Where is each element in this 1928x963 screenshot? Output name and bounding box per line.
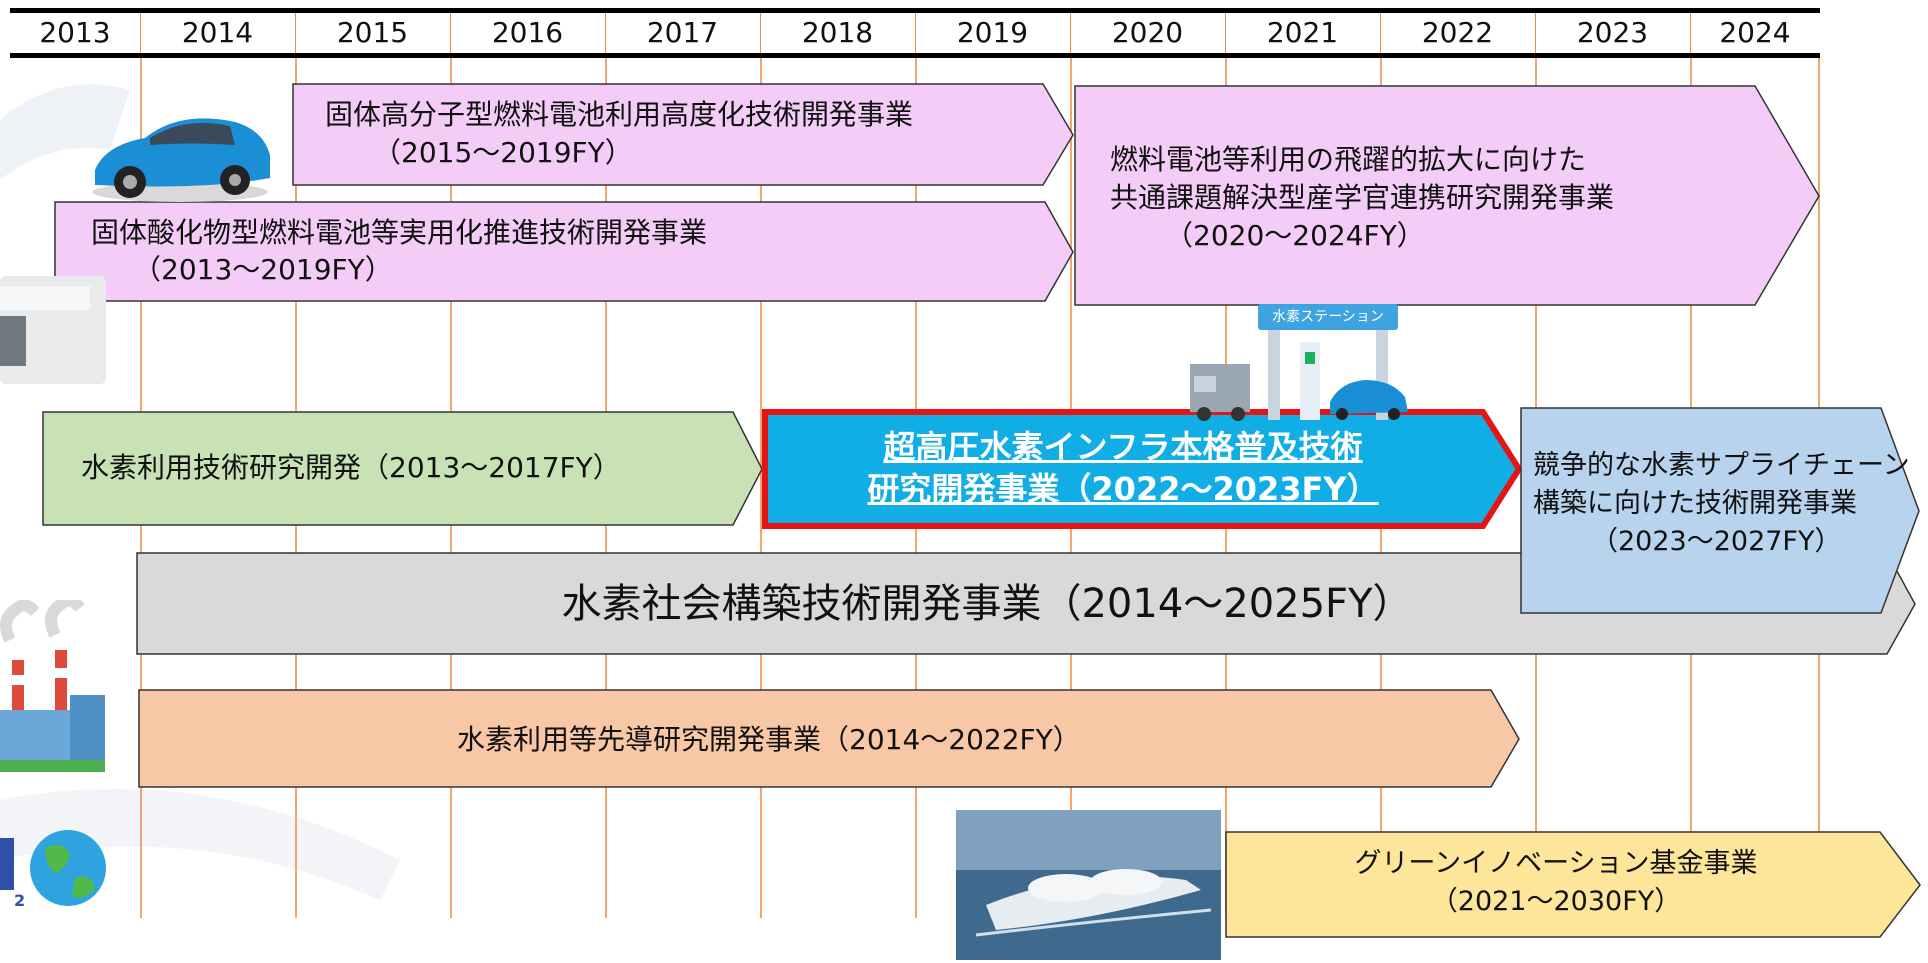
year-label: 2013 bbox=[39, 16, 111, 49]
program-arrow-h2-society: 水素社会構築技術開発事業（2014～2025FY） bbox=[136, 552, 1917, 655]
year-label: 2014 bbox=[181, 16, 254, 49]
year-divider bbox=[1535, 13, 1536, 53]
program-period: （2020～2024FY） bbox=[1165, 219, 1425, 252]
year-divider bbox=[1690, 13, 1691, 53]
factory-image bbox=[0, 600, 105, 772]
program-arrow-h2-use-tech: 水素利用技術研究開発（2013～2017FY） bbox=[42, 411, 763, 526]
program-period: （2023～2027FY） bbox=[1591, 526, 1842, 557]
hydrogen-station-image: 水素ステーション bbox=[1180, 302, 1420, 432]
year-label: 2017 bbox=[646, 16, 719, 49]
program-arrow-ultra-high-pressure: 超高圧水素インフラ本格普及技術 研究開発事業（2022～2023FY） bbox=[762, 409, 1523, 529]
year-label: 2024 bbox=[1719, 16, 1791, 49]
program-arrow-pefc: 固体高分子型燃料電池利用高度化技術開発事業 （2015～2019FY） bbox=[292, 83, 1075, 186]
year-label: 2016 bbox=[491, 16, 564, 49]
year-label: 2021 bbox=[1266, 16, 1339, 49]
year-divider bbox=[295, 13, 296, 53]
hydrogen-ship-image bbox=[956, 810, 1221, 960]
year-divider bbox=[1225, 13, 1226, 53]
co2-subscript: 2 bbox=[14, 891, 26, 910]
program-label: 水素利用技術研究開発（2013～2017FY） bbox=[81, 451, 621, 484]
program-label: 燃料電池等利用の飛躍的拡大に向けた bbox=[1110, 143, 1587, 176]
year-divider bbox=[605, 13, 606, 53]
program-label: 研究開発事業（2022～2023FY） bbox=[867, 470, 1379, 508]
timeline-header: 2013 2014 2015 2016 2017 2018 2019 2020 … bbox=[10, 8, 1820, 58]
program-label: 水素社会構築技術開発事業（2014～2025FY） bbox=[561, 581, 1413, 627]
year-divider bbox=[450, 13, 451, 53]
year-divider bbox=[140, 13, 141, 53]
sofc-unit-image bbox=[0, 276, 106, 384]
program-label: 構築に向けた技術開発事業 bbox=[1533, 488, 1857, 519]
year-label: 2015 bbox=[336, 16, 409, 49]
station-sign-text: 水素ステーション bbox=[1272, 309, 1384, 325]
gridline-2018 bbox=[760, 58, 762, 918]
program-period: （2015～2019FY） bbox=[373, 136, 633, 169]
year-label: 2019 bbox=[956, 16, 1029, 49]
year-label: 2018 bbox=[801, 16, 874, 49]
fuel-cell-car-image bbox=[92, 118, 270, 202]
program-label: 超高圧水素インフラ本格普及技術 bbox=[883, 428, 1363, 466]
program-arrow-sofc: 固体酸化物型燃料電池等実用化推進技術開発事業 （2013～2019FY） bbox=[54, 201, 1075, 302]
program-arrow-supply-chain: 競争的な水素サプライチェーン 構築に向けた技術開発事業 （2023～2027FY… bbox=[1520, 407, 1921, 614]
year-label: 2022 bbox=[1421, 16, 1494, 49]
program-label: 共通課題解決型産学官連携研究開発事業 bbox=[1110, 181, 1615, 214]
program-arrow-green-innovation: グリーンイノベーション基金事業 （2021～2030FY） bbox=[1225, 831, 1922, 938]
co2-globe-icon: 2 bbox=[0, 818, 110, 918]
program-arrow-advanced-research: 水素利用等先導研究開発事業（2014～2022FY） bbox=[138, 689, 1521, 788]
program-label: 水素利用等先導研究開発事業（2014～2022FY） bbox=[457, 723, 1081, 756]
year-divider bbox=[915, 13, 916, 53]
year-label: 2020 bbox=[1111, 16, 1184, 49]
year-divider bbox=[1070, 13, 1071, 53]
program-label: 競争的な水素サプライチェーン bbox=[1533, 450, 1910, 481]
program-label: グリーンイノベーション基金事業 bbox=[1354, 848, 1758, 879]
year-divider bbox=[1380, 13, 1381, 53]
program-period: （2013～2019FY） bbox=[133, 253, 393, 286]
year-label: 2023 bbox=[1576, 16, 1649, 49]
program-period: （2021～2030FY） bbox=[1430, 886, 1682, 917]
year-divider bbox=[760, 13, 761, 53]
program-arrow-fc-collaboration: 燃料電池等利用の飛躍的拡大に向けた 共通課題解決型産学官連携研究開発事業 （20… bbox=[1074, 85, 1820, 306]
program-label: 固体酸化物型燃料電池等実用化推進技術開発事業 bbox=[91, 216, 708, 249]
program-label: 固体高分子型燃料電池利用高度化技術開発事業 bbox=[325, 98, 914, 131]
